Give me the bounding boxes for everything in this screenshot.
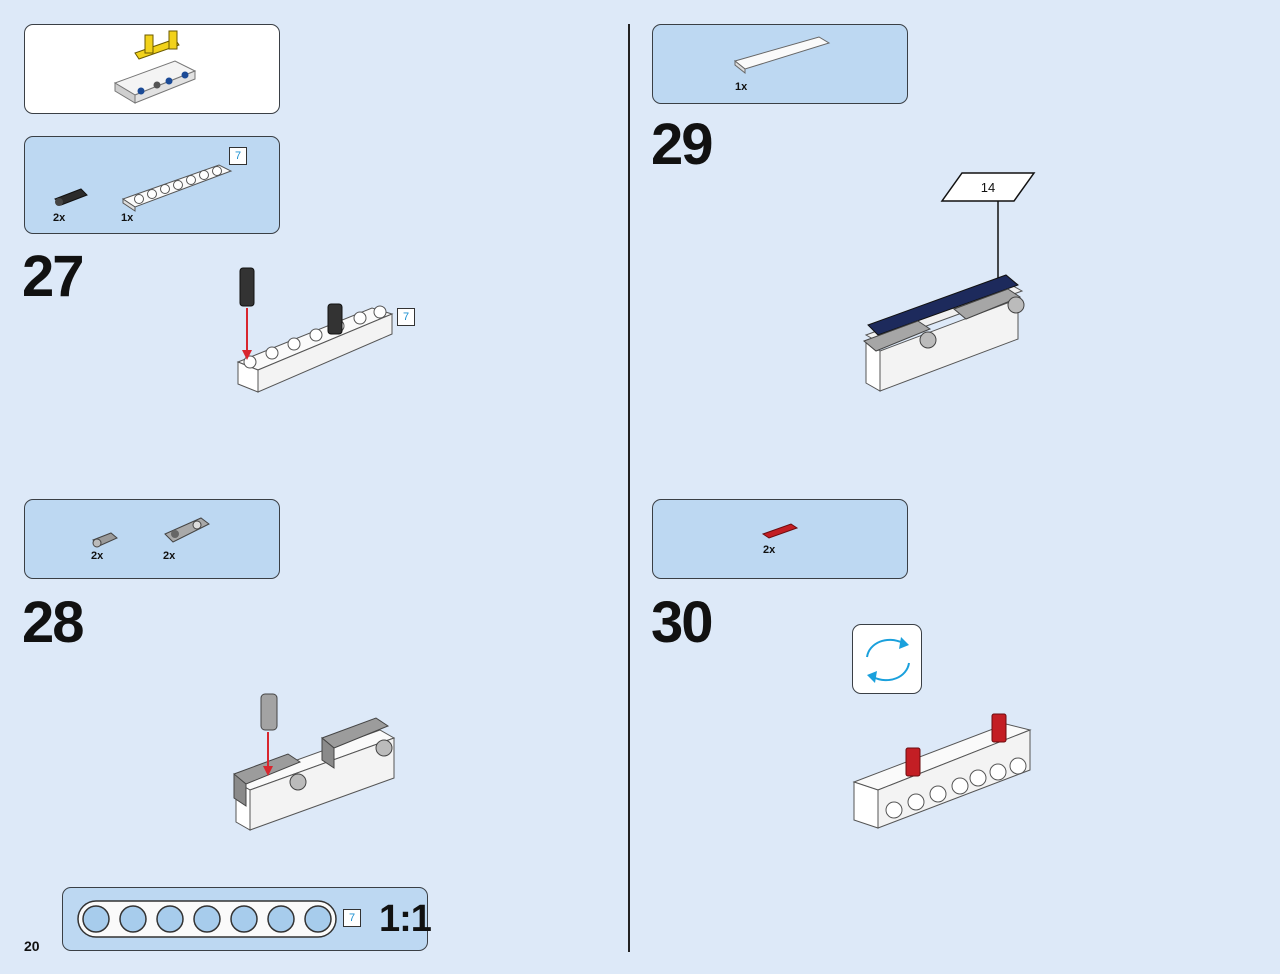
step-number: 30: [651, 590, 713, 655]
step-27-parts-callout: 2x 7 1x: [24, 136, 280, 234]
step-number: 29: [651, 112, 713, 177]
part-qty: 1x: [735, 81, 748, 93]
grey-pin-icon: [92, 532, 118, 548]
step-number: 27: [22, 244, 84, 309]
scale-label: 1:1: [379, 898, 432, 940]
beam-length-badge: 7: [343, 909, 361, 927]
beam-length-badge: 7: [229, 147, 247, 165]
red-axle-icon: [761, 523, 799, 539]
white-tile-icon: [733, 36, 831, 75]
step-28-parts-callout: 2x 2x: [24, 499, 280, 579]
rotate-model-icon: [866, 637, 910, 683]
part-qty: 2x: [163, 550, 176, 562]
rotate-model-callout: [852, 624, 922, 694]
part-qty: 2x: [53, 212, 66, 224]
step-30-parts-callout: 2x: [652, 499, 908, 579]
step-28-model-illustration: [233, 693, 396, 831]
grey-connector-icon: [164, 517, 210, 543]
part-qty: 1x: [121, 212, 134, 224]
submodel-preview-box: [24, 24, 280, 114]
part-qty: 2x: [763, 544, 776, 556]
black-pin-icon: [54, 188, 88, 206]
step-number: 28: [22, 590, 84, 655]
submodel-preview-icon: [113, 30, 197, 104]
beam-7-actual-size-icon: [77, 900, 337, 938]
sticker-number: 14: [981, 180, 995, 195]
step-27-model-illustration: [236, 267, 394, 393]
step-29-model-illustration: 14: [863, 172, 1036, 392]
page-number: 20: [24, 938, 40, 954]
beam-length-badge: 7: [397, 308, 415, 326]
step-30-model-illustration: [852, 713, 1032, 829]
white-beam-7-icon: [121, 164, 233, 212]
part-qty: 2x: [91, 550, 104, 562]
step-29-parts-callout: 1x: [652, 24, 908, 104]
scale-guide: 7 1:1: [62, 887, 432, 951]
column-divider: [628, 24, 630, 952]
